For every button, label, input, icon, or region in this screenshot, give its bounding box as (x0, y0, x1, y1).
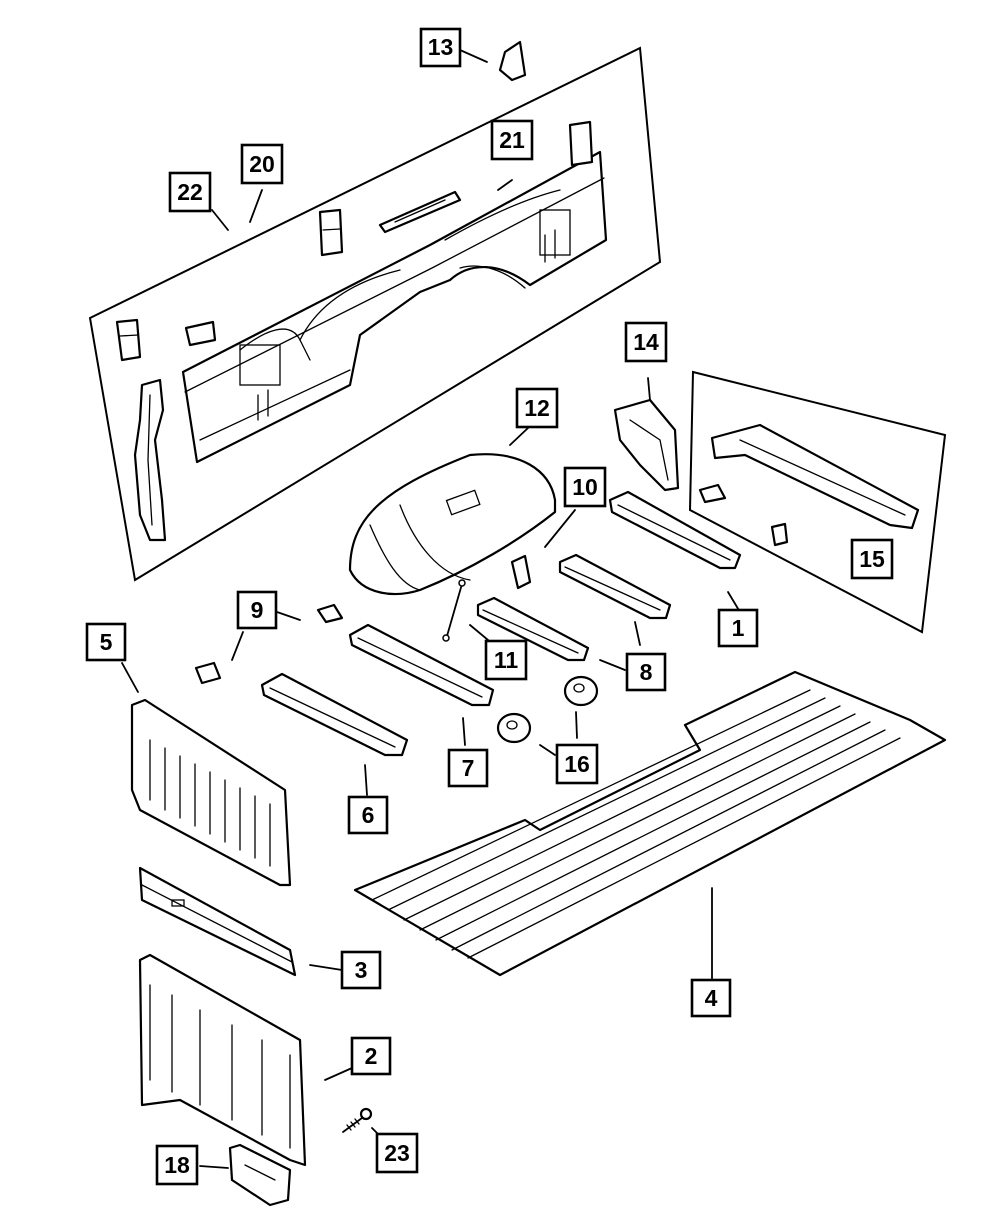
callout-1: 1 (717, 608, 759, 648)
svg-text:10: 10 (572, 474, 598, 500)
callout-20: 20 (240, 143, 284, 185)
svg-text:4: 4 (705, 985, 718, 1011)
front-panel-5 (130, 698, 292, 887)
side-clips (115, 120, 594, 362)
leader-lines (121, 49, 741, 1169)
crossmember-6 (260, 672, 409, 757)
crossmember-8-upper (558, 553, 672, 620)
spacer-16 (496, 675, 599, 744)
svg-text:8: 8 (640, 659, 653, 685)
inner-panel-2 (138, 953, 307, 1167)
crossmember-1 (608, 490, 742, 570)
callout-18: 18 (155, 1144, 199, 1186)
svg-text:7: 7 (462, 755, 475, 781)
svg-text:3: 3 (355, 957, 368, 983)
callout-23: 23 (375, 1132, 419, 1174)
svg-text:21: 21 (499, 127, 525, 153)
rod-11 (442, 579, 466, 642)
bracket-10 (510, 554, 532, 590)
block-9-lower (194, 661, 222, 685)
svg-text:11: 11 (494, 647, 519, 673)
crossmember-7 (348, 623, 495, 707)
callout-13: 13 (419, 27, 462, 68)
callout-15: 15 (850, 538, 894, 580)
callout-3: 3 (340, 950, 382, 990)
svg-text:20: 20 (249, 151, 275, 177)
callout-14: 14 (624, 321, 668, 363)
svg-text:18: 18 (164, 1152, 190, 1178)
callout-22: 22 (168, 171, 212, 213)
svg-text:15: 15 (859, 546, 885, 572)
svg-text:14: 14 (633, 329, 659, 355)
callout-11: 11 (484, 639, 528, 681)
svg-text:5: 5 (100, 629, 113, 655)
small-bracket-13 (498, 40, 527, 82)
callout-5: 5 (85, 622, 127, 662)
crossbar-3 (138, 866, 297, 977)
callout-8: 8 (625, 652, 667, 692)
svg-text:1: 1 (732, 615, 745, 641)
svg-text:9: 9 (251, 597, 264, 623)
callout-9: 9 (236, 590, 278, 630)
callout-4: 4 (690, 978, 732, 1018)
svg-text:6: 6 (362, 802, 375, 828)
wheelhouse-12 (348, 453, 557, 596)
bracket-18 (228, 1143, 292, 1207)
bed-floor-4 (353, 670, 947, 977)
callout-10: 10 (563, 466, 607, 508)
svg-text:22: 22 (177, 179, 203, 205)
callout-2: 2 (350, 1036, 392, 1076)
callout-7: 7 (447, 748, 489, 788)
svg-text:13: 13 (428, 34, 454, 60)
bed-side-panel (181, 150, 608, 464)
crossmember-8-lower (476, 596, 590, 662)
corner-bracket-14 (613, 398, 680, 492)
svg-text:2: 2 (365, 1043, 378, 1069)
block-9-upper (316, 603, 344, 624)
svg-text:16: 16 (564, 751, 590, 777)
screw-23 (342, 1107, 373, 1133)
callout-16: 16 (555, 743, 599, 785)
callout-21: 21 (490, 119, 534, 161)
svg-text:12: 12 (524, 395, 550, 421)
side-bracket-tall (133, 378, 167, 542)
callout-6: 6 (347, 795, 389, 835)
callout-12: 12 (515, 387, 559, 429)
rear-bracket-15 (698, 423, 920, 547)
svg-text:23: 23 (384, 1140, 410, 1166)
